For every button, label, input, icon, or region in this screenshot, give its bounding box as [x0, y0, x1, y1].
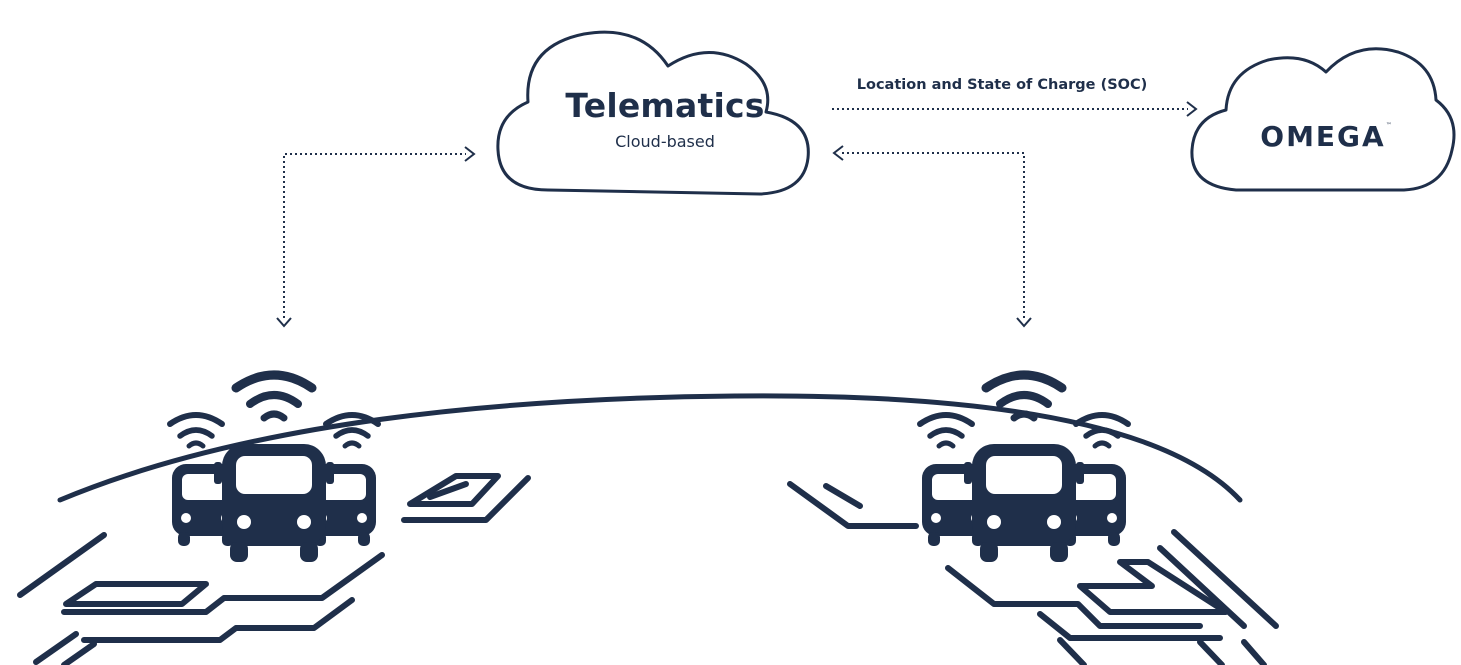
omega-cloud-icon [1190, 47, 1456, 192]
omega-trademark: ™ [1385, 122, 1392, 129]
arrow-right-fleet-telematics [832, 145, 1032, 328]
arrow-left-fleet-telematics [276, 146, 475, 328]
telematics-subtitle: Cloud-based [615, 132, 715, 151]
telematics-cloud-icon [496, 30, 810, 196]
telematics-title: Telematics [565, 86, 765, 125]
omega-logo-text: OMEGA [1260, 120, 1386, 153]
left-road-network-icon [17, 473, 531, 665]
right-road-network-icon [787, 481, 1279, 665]
arrow-telematics-to-omega [832, 101, 1197, 117]
left-bus-fleet-icon [170, 375, 378, 562]
horizon-arc [57, 393, 1243, 503]
omega-logo: OMEGA™ [1226, 120, 1426, 153]
data-flow-label: Location and State of Charge (SOC) [856, 77, 1148, 93]
